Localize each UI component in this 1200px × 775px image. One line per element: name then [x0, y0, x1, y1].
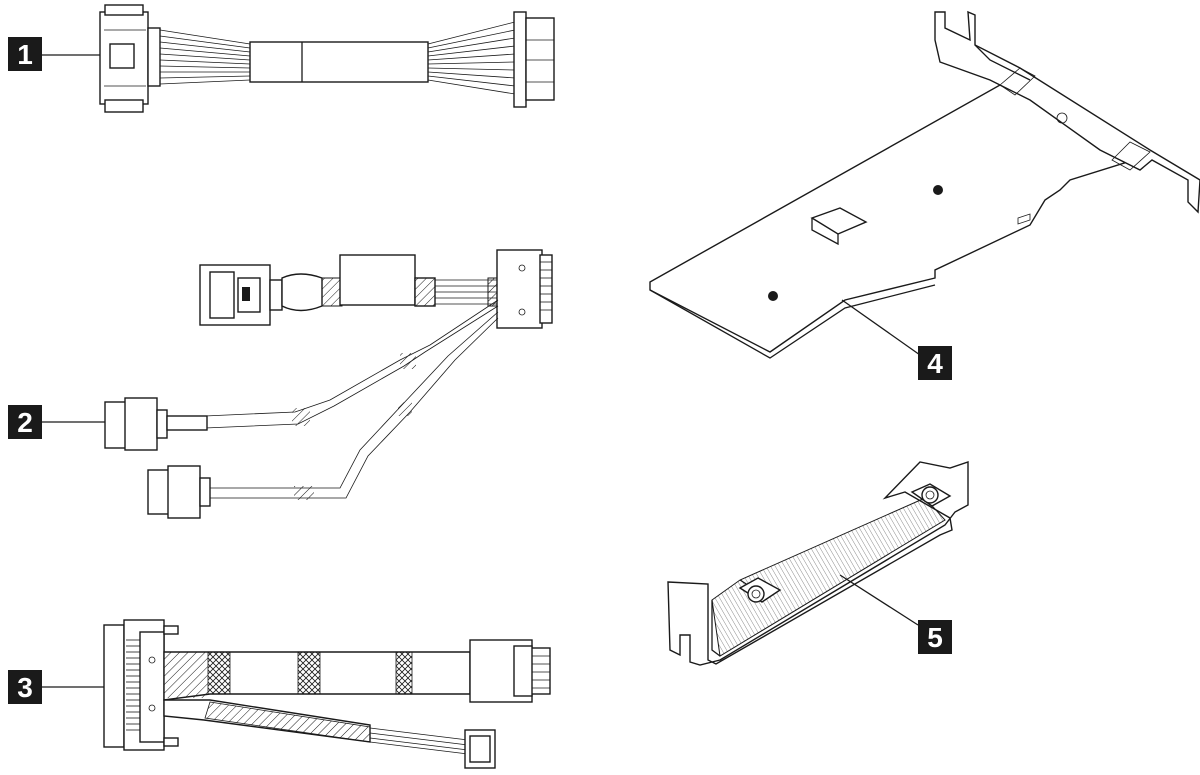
- cable-1-sleeve: [249, 41, 429, 83]
- bracket-screw-hole-2: [921, 486, 939, 504]
- cable-2-right-connector: [496, 249, 543, 329]
- callout-2: 2: [8, 405, 42, 439]
- card-mount-hole: [1056, 112, 1068, 124]
- callout-4: 4: [918, 346, 952, 380]
- part-5-low-profile-bracket: [667, 461, 969, 666]
- callout-3: 3: [8, 670, 42, 704]
- callout-5-label: 5: [927, 622, 943, 653]
- cable-2-branches: [204, 299, 499, 499]
- cable-2-sleeve: [339, 254, 416, 306]
- cable-1-left-wires: [159, 29, 251, 85]
- part-2-breakout-cable: [42, 249, 553, 519]
- callout-1-label: 1: [17, 39, 33, 70]
- cable-1-right-wires: [427, 21, 516, 95]
- cable-2-branch-a-connector: [104, 401, 128, 449]
- leader-line-4: [841, 299, 921, 356]
- bracket-screw-hole: [747, 585, 765, 603]
- card-cutout: [810, 207, 868, 235]
- callout-2-label: 2: [17, 407, 33, 438]
- cable-2-branch-b-connector: [147, 469, 171, 515]
- card-bracket: [934, 10, 1200, 214]
- part-1-power-cable: [42, 4, 555, 113]
- part-4-adapter-card: [649, 10, 1200, 359]
- part-3-signal-cable: [42, 619, 551, 769]
- callout-4-label: 4: [927, 348, 943, 379]
- callout-5: 5: [918, 620, 952, 654]
- cable-3-edge-connector: [103, 624, 125, 748]
- bracket-outline: [667, 461, 969, 666]
- cable-1-right-connector: [513, 11, 527, 108]
- callout-3-label: 3: [17, 672, 33, 703]
- leader-line-5: [839, 574, 919, 626]
- callout-1: 1: [8, 37, 42, 71]
